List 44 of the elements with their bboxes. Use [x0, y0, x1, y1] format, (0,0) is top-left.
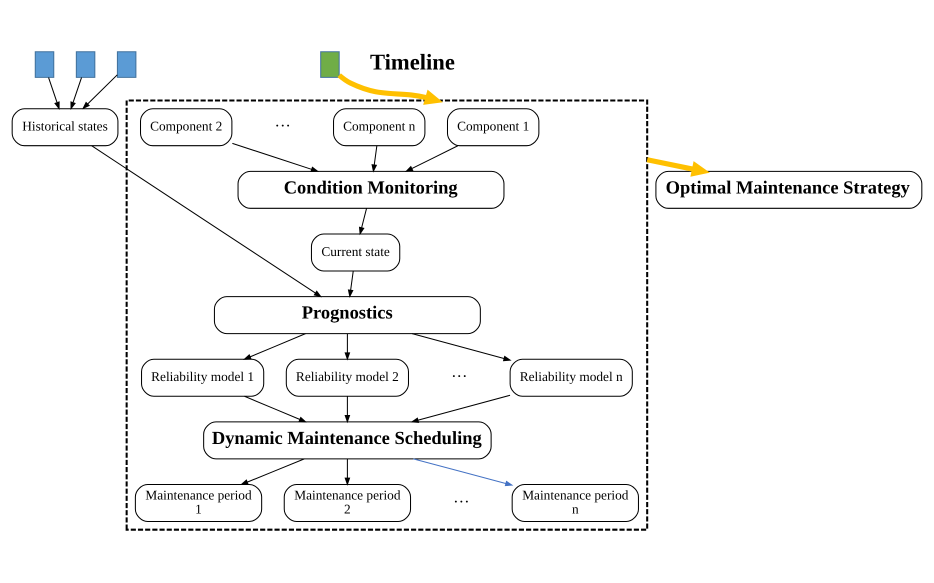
node-box: Condition Monitoring	[238, 170, 504, 208]
arrow	[413, 458, 514, 486]
arrow	[344, 396, 350, 423]
arrow	[646, 156, 710, 176]
arrow	[344, 458, 350, 486]
arrow	[404, 144, 458, 172]
label: ···	[451, 366, 468, 386]
node-box: Reliability model 1	[141, 358, 264, 396]
cluster	[126, 99, 648, 530]
arrow	[358, 208, 368, 235]
node-box: Maintenance period n	[512, 484, 639, 522]
arrow	[82, 74, 118, 109]
node-box: Component 2	[140, 108, 232, 146]
node-box	[76, 50, 96, 78]
node-box: Reliability model n	[510, 358, 633, 396]
label: ···	[453, 491, 470, 510]
label: Timeline	[370, 48, 455, 74]
arrow	[242, 332, 306, 360]
arrow	[70, 76, 82, 110]
node-box: Maintenance period 1	[134, 484, 262, 522]
node-box: Maintenance period 2	[284, 484, 412, 522]
node-box	[116, 50, 136, 78]
node-box: Reliability model 2	[286, 358, 409, 396]
arrow	[344, 333, 350, 360]
arrow	[240, 458, 305, 485]
node-box	[320, 50, 340, 78]
node-box: Component n	[333, 108, 426, 146]
arrow	[348, 270, 354, 298]
arrow	[410, 394, 510, 422]
node-box	[34, 50, 54, 78]
arrow	[91, 144, 322, 297]
node-box: Dynamic Maintenance Scheduling	[203, 420, 492, 459]
arrow	[232, 142, 320, 172]
node-box: Prognostics	[214, 296, 481, 334]
node-box: Optimal Maintenance Strategy	[655, 170, 922, 208]
node-box: Component 1	[446, 108, 540, 146]
label: ···	[274, 116, 291, 135]
arrow	[338, 72, 443, 104]
node-box: Current state	[310, 232, 400, 271]
arrow	[371, 145, 378, 172]
arrow	[412, 332, 512, 361]
node-box: Historical states	[12, 108, 118, 146]
arrow	[244, 395, 308, 422]
arrow	[48, 76, 60, 110]
